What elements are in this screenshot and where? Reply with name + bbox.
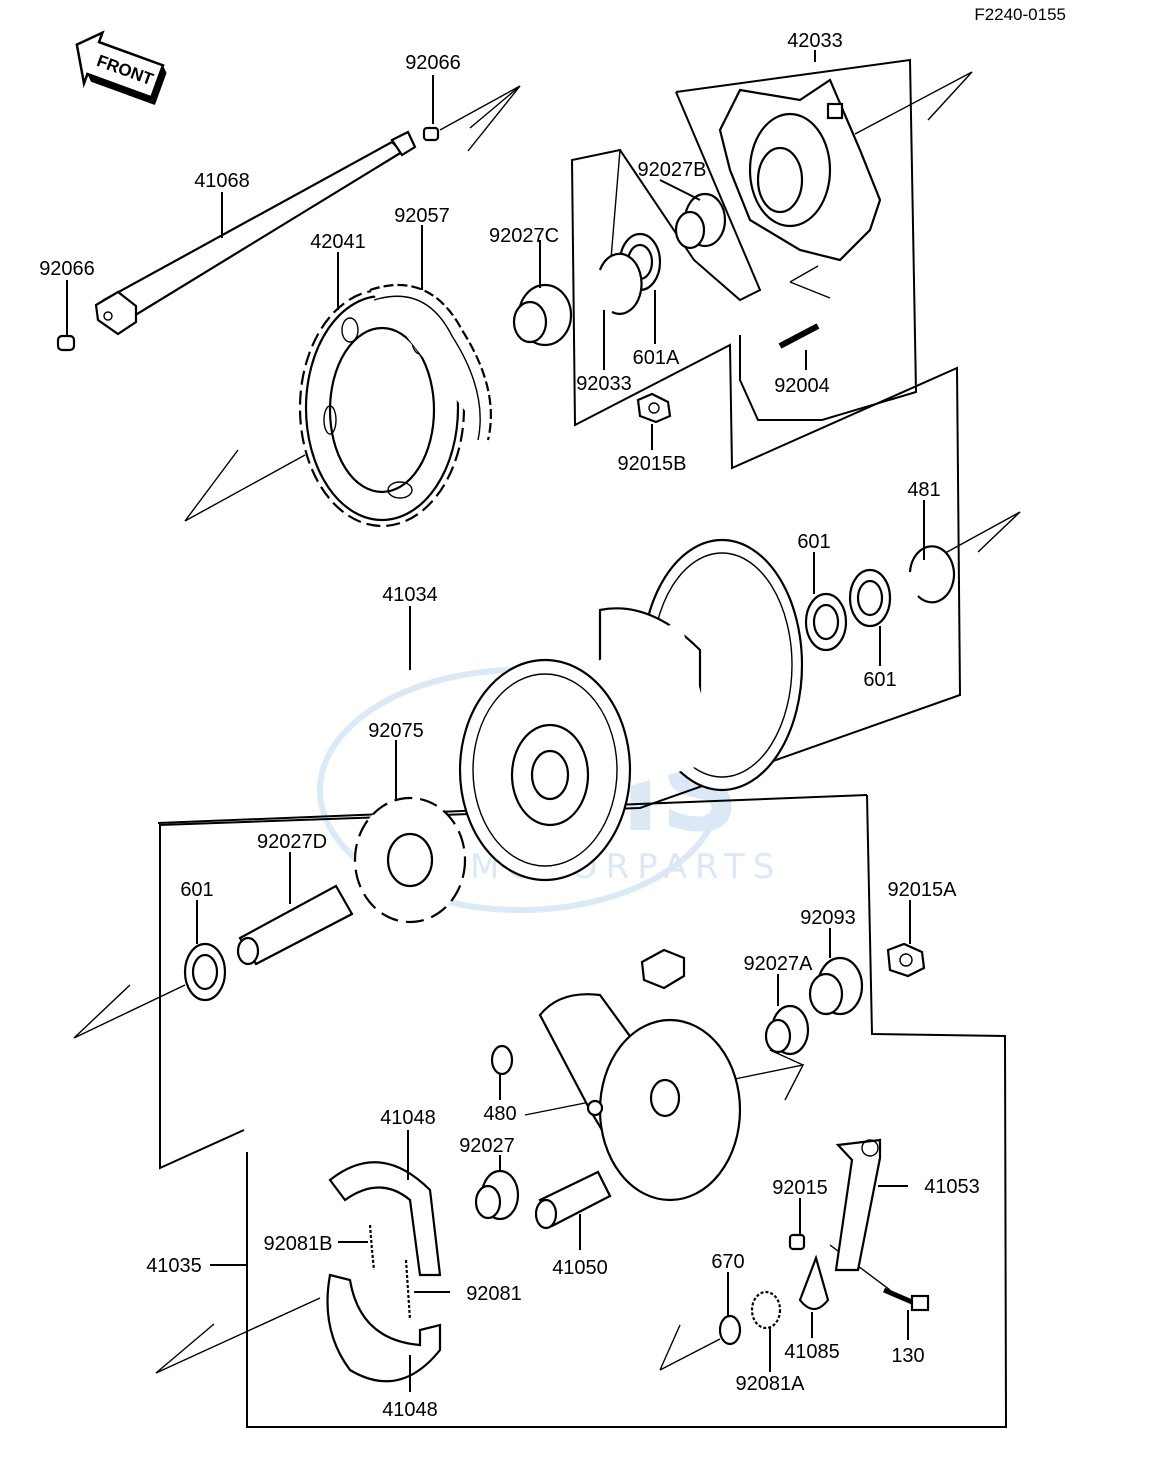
brake-panel <box>538 948 742 1202</box>
axle-cap-left <box>56 334 76 352</box>
collar-92027D <box>236 884 354 966</box>
label-480: 480 <box>483 1103 516 1125</box>
circlip-481 <box>908 545 955 604</box>
label-92004: 92004 <box>774 375 830 397</box>
label-481: 481 <box>907 479 940 501</box>
brake-camshaft <box>534 1170 612 1230</box>
front-arrow-icon: FRONT <box>75 30 167 105</box>
ring-670 <box>718 1314 742 1346</box>
label-41048-top: 41048 <box>380 1107 436 1129</box>
nut-92015 <box>788 1233 806 1251</box>
wheel-hub <box>458 538 804 882</box>
label-92027: 92027 <box>459 1135 515 1157</box>
label-42033: 42033 <box>787 30 843 52</box>
spring-92081B <box>368 1224 376 1271</box>
collar-92027C <box>512 283 573 347</box>
label-601-upper: 601 <box>797 531 830 553</box>
nut-92015B <box>636 392 672 424</box>
label-41035: 41035 <box>146 1255 202 1277</box>
label-92075: 92075 <box>368 720 424 742</box>
wheel-damper <box>353 796 467 924</box>
label-41085: 41085 <box>784 1341 840 1363</box>
label-92081: 92081 <box>466 1283 522 1305</box>
figure-code: F2240-0155 <box>974 5 1066 24</box>
brake-panel-stopper <box>640 948 686 990</box>
label-41053: 41053 <box>924 1176 980 1198</box>
collar-92027B <box>674 192 727 250</box>
seal-92093 <box>808 956 864 1016</box>
label-42041: 42041 <box>310 231 366 253</box>
brake-shoe-bottom <box>326 1273 442 1383</box>
label-41068: 41068 <box>194 170 250 192</box>
label-41034: 41034 <box>382 584 438 606</box>
label-92027B: 92027B <box>638 159 707 181</box>
label-92033: 92033 <box>576 373 632 395</box>
label-92057: 92057 <box>394 205 450 227</box>
bearing-601-left <box>183 942 227 1002</box>
collar-92027 <box>474 1169 520 1221</box>
circlip-92033 <box>598 252 643 315</box>
axle-nut-top <box>422 126 440 142</box>
label-92027C: 92027C <box>489 225 559 247</box>
label-41048-bottom: 41048 <box>382 1399 438 1421</box>
bolt-130 <box>883 1287 930 1312</box>
label-92081A: 92081A <box>736 1373 806 1395</box>
spring-92081 <box>404 1259 412 1321</box>
label-92015: 92015 <box>772 1177 828 1199</box>
bearing-601-upper <box>804 592 848 652</box>
label-92015A: 92015A <box>888 879 958 901</box>
bearing-601-right <box>848 568 892 628</box>
label-92066-top: 92066 <box>405 52 461 74</box>
label-92027A: 92027A <box>744 953 814 975</box>
label-601A: 601A <box>633 347 680 369</box>
label-92015B: 92015B <box>618 453 687 475</box>
part-labels: 92066 41068 92066 42041 92057 42033 9202… <box>39 30 980 1421</box>
label-41050: 41050 <box>552 1257 608 1279</box>
brake-shoe-top <box>328 1161 442 1277</box>
brake-lever-41053 <box>834 1138 882 1272</box>
washer-480 <box>490 1044 514 1076</box>
label-92027D: 92027D <box>257 831 327 853</box>
spring-92081A <box>750 1290 782 1330</box>
label-601-left: 601 <box>180 879 213 901</box>
axle <box>56 126 440 352</box>
label-670: 670 <box>711 1251 744 1273</box>
stud-92004 <box>778 323 820 349</box>
group-outlines <box>157 58 1008 1428</box>
collar-92027A <box>764 1004 810 1056</box>
wear-indicator-41085 <box>798 1254 830 1311</box>
sprocket-hub-coupling <box>718 78 882 262</box>
label-92081B: 92081B <box>264 1233 333 1255</box>
label-92093: 92093 <box>800 907 856 929</box>
chain <box>369 283 492 441</box>
label-601-right: 601 <box>863 669 896 691</box>
label-130: 130 <box>891 1345 924 1367</box>
leader-lines <box>66 50 925 1392</box>
nut-92015A <box>886 942 926 978</box>
label-92066-left: 92066 <box>39 258 95 280</box>
alignment-lines <box>73 71 1021 1374</box>
